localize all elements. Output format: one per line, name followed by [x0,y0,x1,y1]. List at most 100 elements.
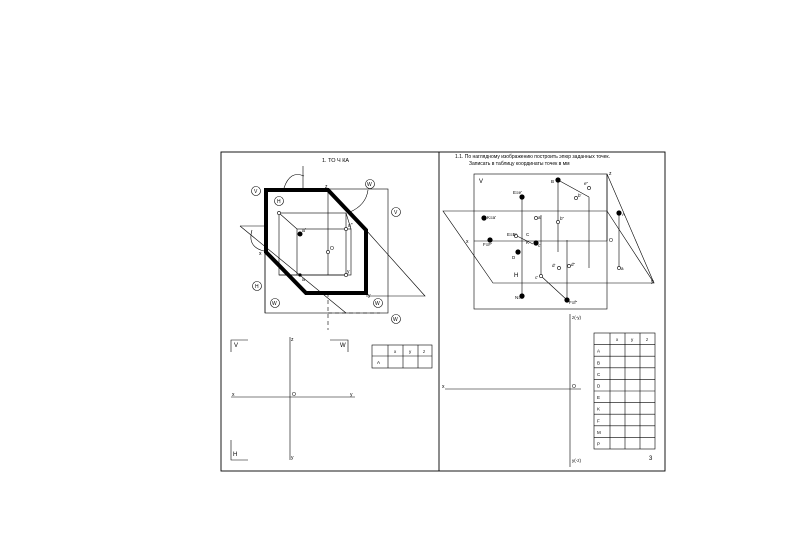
table-cell: B [597,360,600,365]
pt-k [481,215,487,221]
proj-line-8 [540,275,568,301]
circled-label-w-corner: W [391,314,401,324]
bold-hexagon-outline [264,188,368,295]
epure-label-o: O [572,384,576,390]
table-header-cell: z [646,337,649,342]
svg-text:A: A [377,360,380,365]
pt-d [515,249,521,255]
label-y1: y [347,269,350,275]
table-cell: F [597,418,600,423]
right-label-h: H [514,273,518,279]
table-cell: C [597,372,601,377]
lbl-d-low: F≡f" [569,300,578,305]
table-cell: A [597,349,600,354]
lbl-n: N≡n' [515,295,524,300]
pt-b [555,177,561,183]
task-line-1: 1.1. По наглядному изображению построить… [455,154,610,160]
lower-label-y-bottom: y [291,455,294,461]
circled-label-w-top: W [365,179,375,189]
lower-label-h: H [233,452,237,458]
right-label-y: y [651,279,654,285]
point-origin [326,250,330,254]
pt-a [616,210,622,216]
plane-w-diag [606,173,655,284]
table-cell: P [597,442,600,447]
pt-e-prime [514,234,518,238]
rotation-arc-right [349,189,369,213]
circled-label-w-bottom: W [270,298,280,308]
page-number: 3 [649,456,653,462]
pt-a-horiz [617,266,621,270]
circled-label-v-top: V [251,186,261,196]
label-y: y [368,293,371,299]
proj-line-9 [516,235,534,245]
label-a: a [302,277,305,283]
table-cell: E [597,395,600,400]
svg-text:W: W [367,182,372,188]
label-z: z [325,184,328,190]
diagonal-axis [239,225,347,314]
lbl-c-prime: c' [538,243,541,248]
circled-label-w-right: V [391,207,401,217]
lower-label-w: W [340,343,346,349]
lower-label-z: z [291,337,294,343]
pt-d-prime [557,266,561,270]
pt-d-low [564,297,570,303]
pt-b-prime [574,196,578,200]
lbl-a-low: a [621,266,624,271]
circled-label-h-left: H [274,196,284,206]
lbl-k: K≡a' [487,215,496,220]
lbl-e: E≡e' [513,190,522,195]
right-label-x: x [466,239,469,245]
lbl-c: C [526,232,530,237]
lbl-d-prime: d' [552,263,556,268]
lower-v-bracket [230,339,248,352]
lbl-d: D [512,255,516,260]
profile-plane-w [365,229,426,297]
rotation-arc-top [283,174,305,189]
svg-text:V: V [254,189,258,195]
right-label-o: O [609,238,613,244]
lbl-b: B [551,179,554,184]
pt-d-double [567,264,571,268]
pt-f [487,237,493,243]
pt-e-double [587,186,591,190]
svg-text:x: x [394,349,397,354]
lower-label-o: O [292,392,296,398]
lbl-b-double: b" [560,216,565,221]
lower-label-v: V [234,343,238,349]
lower-h-bracket [230,440,248,461]
lbl-d-double: d" [571,262,576,267]
pt-b-double [556,220,560,224]
svg-text:y: y [409,349,412,354]
right-panel: 1.1. По наглядному изображению построить… [442,154,656,467]
lower-w-bracket [330,339,349,352]
pt-c [533,240,539,246]
right-label-z: z [609,171,612,177]
label-origin: O [330,246,334,252]
point-proj-2 [344,273,348,277]
table-header-cell: y [631,337,634,342]
cube-back [296,228,352,276]
plane-v-rect [473,173,608,310]
svg-text:W: W [272,301,277,307]
svg-text:V: V [394,210,398,216]
right-label-v: V [479,179,483,185]
lbl-k-axis: K [526,240,529,245]
circled-label-w-far: W [373,298,383,308]
cube-edge-2 [345,212,352,230]
svg-text:H: H [255,284,259,290]
label-x: x [259,251,262,257]
lbl-a-prime: a' [538,215,542,220]
plane-h-parallelogram [442,210,655,284]
lbl-f: F≡F' [483,242,492,247]
epure-label-y: y(-z) [572,458,581,463]
label-a-prime: a' [302,228,306,234]
lower-label-y: y [350,392,353,398]
left-title: 1. ТО Ч КА [322,158,349,164]
lbl-e-prime: E≡E' [507,232,517,237]
left-panel: 1. ТО Ч КА a' a" a z x y [230,158,433,461]
lbl-a: A [622,212,625,217]
